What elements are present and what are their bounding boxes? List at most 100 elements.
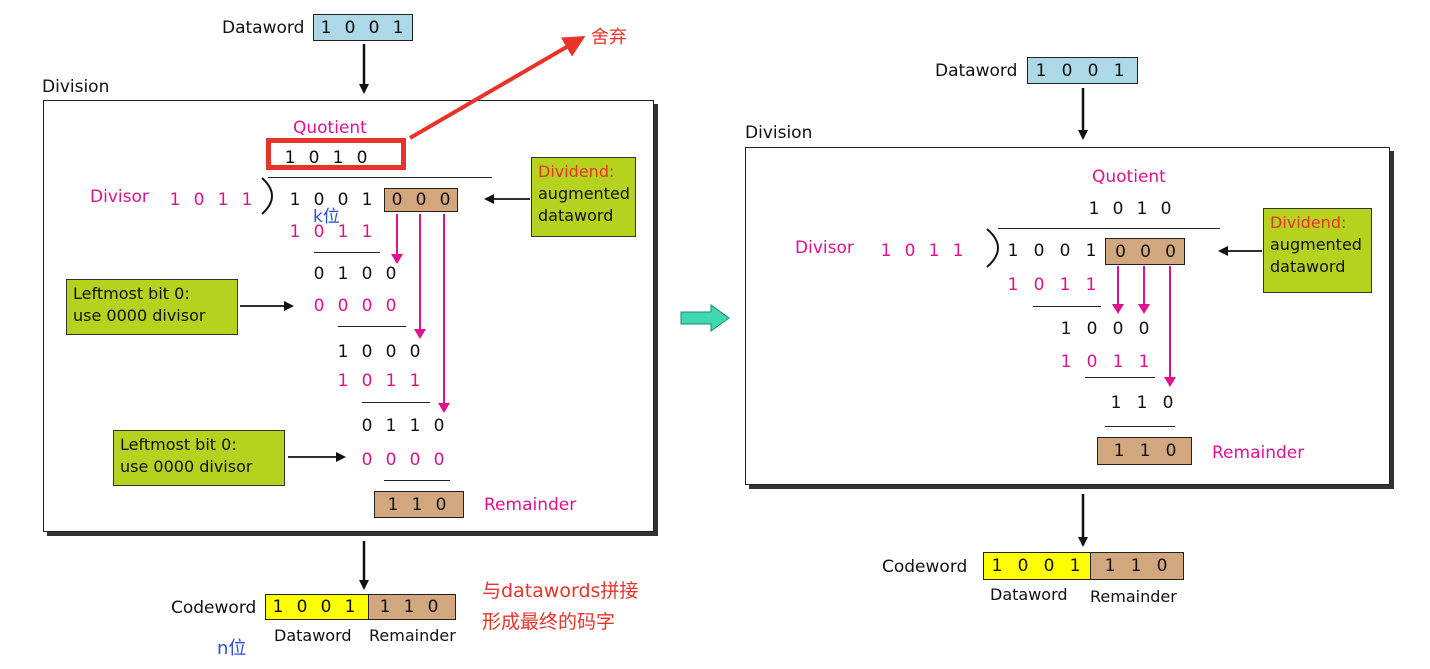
bit: 1 (392, 17, 404, 38)
right-step-3: 1 0 1 1 (1053, 352, 1157, 372)
right-step-line-2 (1085, 377, 1155, 378)
callout-line: Leftmost bit 0: (120, 435, 237, 454)
bit: 0 (1043, 556, 1055, 576)
bit: 0 (320, 597, 332, 617)
left-dividend-callout: Dividend: augmented dataword (531, 157, 636, 237)
right-remainder-label: Remainder (1212, 443, 1305, 463)
left-dividend-bits: 1 0 0 1 (283, 190, 379, 210)
bit: 1 (1138, 352, 1150, 372)
right-division-bar (998, 228, 1220, 229)
bit: 1 (320, 17, 332, 38)
left-step-line-2 (338, 326, 406, 327)
bit: 1 (337, 264, 349, 284)
left-step-2: 0 1 0 0 (307, 264, 403, 284)
bit: 0 (1033, 241, 1045, 261)
right-codeword-dataword-caption: Dataword (990, 585, 1068, 604)
bit: 1 (1130, 556, 1142, 576)
bit: 0 (1140, 241, 1151, 262)
left-quotient-label: Quotient (293, 118, 367, 138)
bit: 1 (1085, 241, 1097, 261)
bit: 1 (1136, 199, 1148, 219)
right-step-line-3 (1105, 426, 1175, 427)
left-codeword-dataword-caption: Dataword (274, 626, 352, 645)
left-step-6: 0 1 1 0 (355, 416, 451, 436)
bit: 1 (385, 416, 397, 436)
bit: 0 (368, 17, 380, 38)
left-division-bar (268, 177, 492, 178)
bit: 0 (1115, 241, 1126, 262)
left-step-line-1 (314, 252, 380, 253)
bit: 0 (433, 450, 445, 470)
callout-line: dataword (1270, 257, 1346, 276)
bit: 0 (361, 416, 373, 436)
left-n-note: n位 (217, 638, 247, 659)
bit: 0 (337, 190, 349, 210)
bit: 1 (344, 597, 356, 617)
right-step-2: 1 0 0 0 (1053, 319, 1157, 339)
bit: 0 (313, 190, 325, 210)
bit: 0 (361, 371, 373, 391)
bit: 1 (1060, 352, 1072, 372)
right-divisor-label: Divisor (795, 238, 854, 258)
right-step-4: 1 1 0 (1103, 393, 1181, 413)
bit: 1 (1113, 60, 1125, 81)
bit: 0 (1017, 556, 1029, 576)
right-dividend-bits: 1 0 0 1 (1000, 241, 1104, 261)
bit: 1 (289, 222, 301, 242)
right-codeword-remainder-caption: Remainder (1090, 587, 1177, 606)
callout-line: use 0000 divisor (73, 306, 206, 325)
right-codeword-label: Codeword (882, 557, 968, 577)
bit: 0 (427, 597, 439, 617)
bit: 1 (1007, 275, 1019, 295)
bit: 1 (403, 597, 415, 617)
bit: 1 (337, 371, 349, 391)
bit: 0 (385, 264, 397, 284)
left-leftmost-callout-1: Leftmost bit 0: use 0000 divisor (66, 279, 238, 335)
right-codeword-remainder: 1 1 0 (1090, 552, 1184, 580)
bit: 1 (880, 241, 892, 261)
concat-note-line1: 与datawords拼接 (482, 580, 639, 602)
right-augmented-zeros: 0 0 0 (1105, 238, 1185, 265)
left-augmented-zeros: 0 0 0 (384, 188, 458, 212)
right-dividend-callout: Dividend: augmented dataword (1263, 208, 1372, 293)
left-step-line-3 (362, 402, 430, 403)
right-remainder-box: 1 1 0 (1097, 437, 1192, 465)
bit: 1 (411, 494, 423, 515)
callout-line: augmented (1270, 235, 1362, 254)
callout-line: use 0000 divisor (120, 457, 253, 476)
bit: 1 (1136, 393, 1148, 413)
bit: 1 (241, 190, 253, 210)
bit: 1 (332, 148, 344, 168)
bit: 1 (217, 190, 229, 210)
bit: 1 (379, 597, 391, 617)
left-dataword-box: 1 0 0 1 (313, 14, 413, 41)
transition-arrow (680, 304, 730, 332)
callout-line: augmented (538, 184, 630, 203)
bit: 0 (337, 296, 349, 316)
discard-arrow (408, 35, 586, 140)
left-step-5: 1 0 1 1 (331, 371, 427, 391)
left-division-bracket (261, 177, 273, 215)
bit: 0 (439, 190, 451, 210)
bit: 1 (1085, 275, 1097, 295)
bit: 0 (1165, 441, 1177, 461)
left-codeword-remainder: 1 1 0 (368, 594, 456, 620)
bit: 0 (435, 494, 447, 515)
discard-note: 舍弃 (591, 27, 627, 48)
left-quotient-bits: 1 0 1 0 (278, 148, 374, 168)
bit: 0 (385, 450, 397, 470)
bit: 1 (409, 416, 421, 436)
right-step-1: 1 0 1 1 (1000, 275, 1104, 295)
bit: 0 (1156, 556, 1168, 576)
bit: 1 (385, 371, 397, 391)
bit: 1 (1104, 556, 1116, 576)
bit: 1 (1113, 441, 1125, 461)
left-step-1: 1 0 1 1 (283, 222, 379, 242)
bit: 1 (284, 148, 296, 168)
bit: 1 (1007, 241, 1019, 261)
bit: 1 (1088, 199, 1100, 219)
bit: 1 (361, 222, 373, 242)
left-step-3: 0 0 0 0 (307, 296, 403, 316)
bit: 1 (1069, 556, 1081, 576)
left-division-label: Division (42, 77, 110, 97)
